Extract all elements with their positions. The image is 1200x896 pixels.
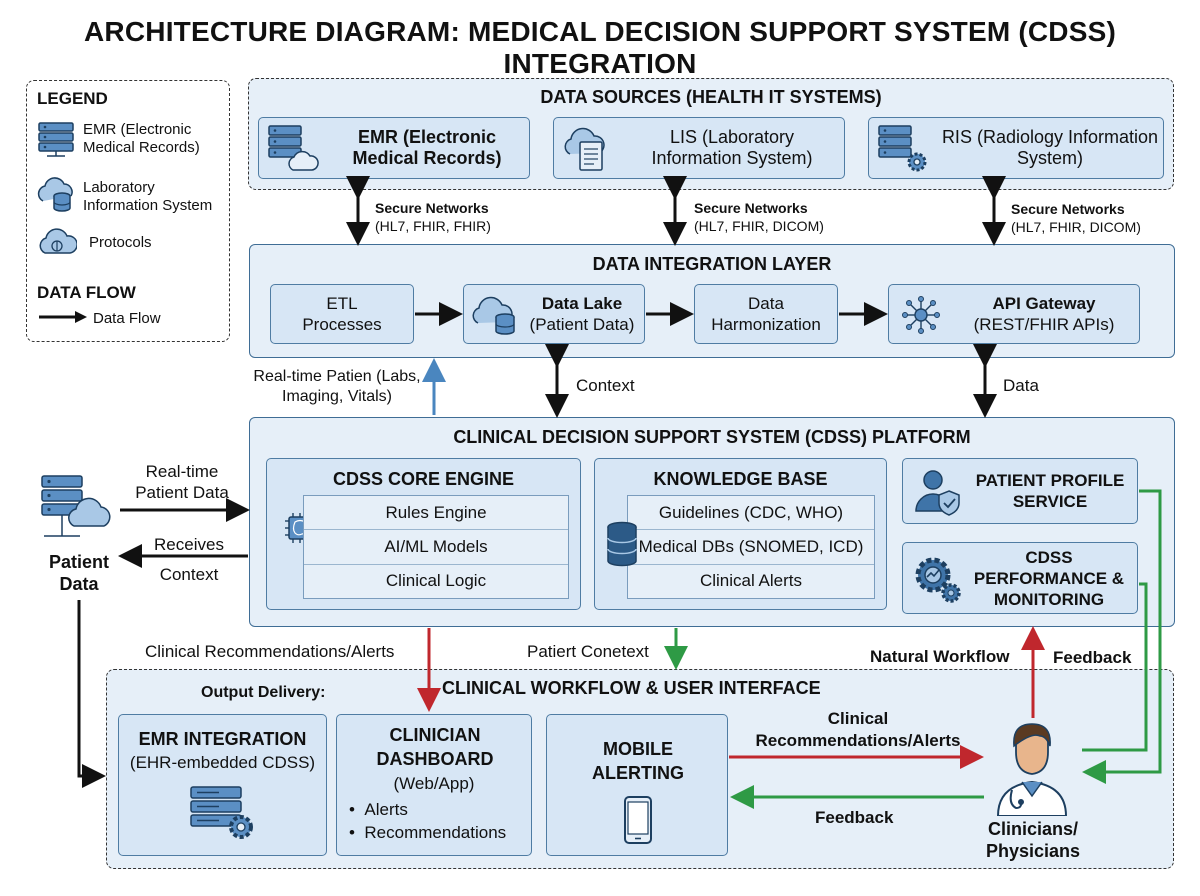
kb-item-guidelines: Guidelines (CDC, WHO) bbox=[628, 496, 874, 531]
kb-item-alerts: Clinical Alerts bbox=[699, 571, 803, 591]
realtime-up-label: Real-time Patien (Labs, Imaging, Vitals) bbox=[253, 368, 421, 405]
lis-source-label: LIS (Laboratory Information System) bbox=[651, 127, 813, 168]
server-gear-icon bbox=[877, 124, 933, 179]
api-gateway-box[interactable]: API Gateway (REST/FHIR APIs) bbox=[888, 284, 1140, 344]
knowledge-base-title: KNOWLEDGE BASE bbox=[653, 469, 828, 489]
ris-source-box[interactable]: RIS (Radiology Information System) bbox=[868, 117, 1164, 179]
data-lake-title: Data Lake bbox=[541, 294, 623, 313]
recs-to-clinicians-label: Clinical Recommendations/Alerts bbox=[755, 709, 961, 750]
patient-profile-service[interactable]: PATIENT PROFILE SERVICE bbox=[902, 458, 1138, 524]
ris-protocol-list: (HL7, FHIR, DICOM) bbox=[1011, 219, 1141, 235]
gear-icon bbox=[911, 553, 963, 610]
kb-item-medical-dbs: Medical DBs (SNOMED, ICD) bbox=[628, 530, 874, 565]
data-lake-text: Data Lake (Patient Data) bbox=[520, 285, 644, 343]
server-gear-icon bbox=[189, 785, 257, 848]
realtime-in-label: Real-time Patient Data bbox=[135, 462, 229, 502]
core-engine-title: CDSS CORE ENGINE bbox=[332, 469, 515, 489]
smartphone-icon bbox=[623, 795, 653, 850]
dashboard-item-recs: • Recommendations bbox=[349, 823, 507, 842]
clinical-recs-label: Clinical Recommendations/Alerts bbox=[145, 642, 395, 661]
patient-to-emr-arrow bbox=[77, 600, 106, 788]
dashboard-sub: (Web/App) bbox=[393, 774, 475, 793]
emr-protocol-title: Secure Networks bbox=[375, 200, 489, 216]
patient-profile-label: PATIENT PROFILE SERVICE bbox=[975, 471, 1125, 511]
etl-box[interactable]: ETL Processes bbox=[270, 284, 414, 344]
lis-source-box[interactable]: LIS (Laboratory Information System) bbox=[553, 117, 845, 179]
legend-flow-heading: DATA FLOW bbox=[37, 283, 136, 302]
patient-context-label: Patiert Conetext bbox=[527, 642, 649, 661]
user-shield-icon bbox=[913, 467, 963, 522]
knowledge-base-list: Guidelines (CDC, WHO) Medical DBs (SNOME… bbox=[627, 495, 875, 599]
patient-server-cloud-icon bbox=[38, 474, 118, 551]
emr-integration-sub: (EHR-embedded CDSS) bbox=[129, 753, 316, 772]
emr-integration-box[interactable]: EMR INTEGRATION (EHR-embedded CDSS) bbox=[118, 714, 327, 856]
doctor-avatar-icon bbox=[990, 720, 1074, 821]
api-gateway-text: API Gateway (REST/FHIR APIs) bbox=[951, 285, 1137, 343]
integration-title: DATA INTEGRATION LAYER bbox=[592, 254, 832, 274]
emr-protocol-label: Secure Networks (HL7, FHIR, FHIR) bbox=[375, 199, 491, 235]
diagram-title: ARCHITECTURE DIAGRAM: MEDICAL DECISION S… bbox=[84, 16, 1116, 79]
legend-cloud-icon bbox=[37, 227, 78, 264]
workflow-title: CLINICAL WORKFLOW & USER INTERFACE bbox=[442, 678, 821, 698]
lis-protocol-title: Secure Networks bbox=[694, 200, 808, 216]
cloud-document-icon bbox=[562, 124, 618, 179]
ris-source-label: RIS (Radiology Information System) bbox=[941, 127, 1159, 168]
data-label: Data bbox=[1003, 376, 1039, 395]
mobile-alerting-title: MOBILE ALERTING bbox=[592, 739, 684, 783]
feedback-bottom-label: Feedback bbox=[815, 808, 894, 827]
monitoring-label: CDSS PERFORMANCE & MONITORING bbox=[973, 547, 1125, 609]
emr-integration-title: EMR INTEGRATION bbox=[138, 729, 307, 749]
legend-protocols-label: Protocols bbox=[89, 234, 152, 251]
clinician-dashboard-box[interactable]: CLINICIAN DASHBOARD (Web/App) • Alerts •… bbox=[336, 714, 532, 856]
output-delivery-label: Output Delivery: bbox=[201, 684, 326, 701]
mobile-alerting-box[interactable]: MOBILE ALERTING bbox=[546, 714, 728, 856]
natural-workflow-label: Natural Workflow bbox=[870, 647, 1010, 666]
legend-flow-label: Data Flow bbox=[93, 310, 161, 327]
cdss-monitoring[interactable]: CDSS PERFORMANCE & MONITORING bbox=[902, 542, 1138, 614]
harmonization-label: Data Harmonization bbox=[711, 294, 821, 334]
emr-protocol-list: (HL7, FHIR, FHIR) bbox=[375, 218, 491, 234]
receives-context-label: Receives Context bbox=[154, 535, 224, 584]
dashboard-item-recs-label: Recommendations bbox=[364, 823, 507, 842]
core-item-rules: Rules Engine bbox=[304, 496, 568, 531]
legend: LEGEND EMR (Electronic Medical Records) … bbox=[26, 80, 230, 342]
data-sources-title: DATA SOURCES (HEALTH IT SYSTEMS) bbox=[540, 87, 882, 107]
legend-cloud-database-icon bbox=[35, 177, 77, 218]
dashboard-item-alerts-label: Alerts bbox=[364, 800, 408, 819]
knowledge-base: KNOWLEDGE BASE Guidelines (CDC, WHO) Med… bbox=[594, 458, 887, 610]
legend-arrow-icon bbox=[37, 309, 89, 330]
core-engine-list: Rules Engine AI/ML Models Clinical Logic bbox=[303, 495, 569, 599]
ris-protocol-title: Secure Networks bbox=[1011, 201, 1125, 217]
data-lake-sub: (Patient Data) bbox=[529, 315, 635, 334]
emr-source-box[interactable]: EMR (Electronic Medical Records) bbox=[258, 117, 530, 179]
cdss-core-engine: CDSS CORE ENGINE Rules Engine AI/ML Mode… bbox=[266, 458, 581, 610]
data-lake-box[interactable]: Data Lake (Patient Data) bbox=[463, 284, 645, 344]
dashboard-item-alerts: • Alerts bbox=[349, 800, 408, 819]
legend-server-icon bbox=[37, 121, 75, 162]
context-label: Context bbox=[576, 376, 635, 395]
patient-data-label: Patient Data bbox=[48, 552, 109, 594]
harmonization-box[interactable]: Data Harmonization bbox=[694, 284, 838, 344]
emr-source-label: EMR (Electronic Medical Records) bbox=[352, 127, 502, 168]
dashboard-title: CLINICIAN DASHBOARD bbox=[376, 725, 494, 769]
lis-protocol-list: (HL7, FHIR, DICOM) bbox=[694, 218, 824, 234]
feedback-top-label: Feedback bbox=[1053, 648, 1132, 667]
lis-protocol-label: Secure Networks (HL7, FHIR, DICOM) bbox=[694, 199, 824, 235]
ris-protocol-label: Secure Networks (HL7, FHIR, DICOM) bbox=[1011, 200, 1141, 236]
api-gateway-sub: (REST/FHIR APIs) bbox=[973, 315, 1115, 334]
legend-lis-label: Laboratory Information System bbox=[83, 179, 213, 214]
database-icon bbox=[605, 521, 639, 574]
cdss-platform-title: CLINICAL DECISION SUPPORT SYSTEM (CDSS) … bbox=[453, 427, 971, 447]
legend-heading: LEGEND bbox=[37, 89, 108, 108]
legend-emr-label: EMR (Electronic Medical Records) bbox=[83, 121, 200, 156]
core-item-logic: Clinical Logic bbox=[385, 571, 487, 591]
clinicians-label: Clinicians/ Physicians bbox=[985, 819, 1081, 861]
cloud-database-icon bbox=[470, 293, 520, 342]
core-item-aiml: AI/ML Models bbox=[304, 530, 568, 565]
api-gateway-title: API Gateway bbox=[992, 294, 1096, 313]
etl-label: ETL Processes bbox=[302, 294, 382, 334]
network-hub-icon bbox=[901, 295, 941, 340]
server-cloud-icon bbox=[267, 124, 319, 179]
